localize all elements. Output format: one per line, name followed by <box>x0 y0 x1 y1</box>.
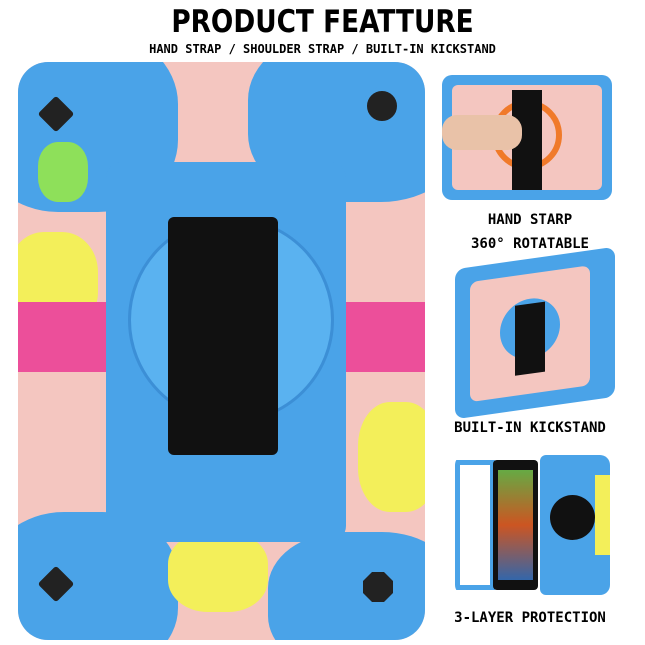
kickstand-image <box>455 246 615 420</box>
feature-caption-hand-strap: HAND STARP <box>487 212 573 228</box>
tablet-case-back-image <box>18 62 425 640</box>
page-subtitle: HAND STRAP / SHOULDER STRAP / BUILT-IN K… <box>149 42 496 56</box>
hand-strap-rotation-image <box>442 75 612 200</box>
camera-hole-icon <box>363 87 401 125</box>
corner-bumper-icon <box>363 572 393 602</box>
hand-strap <box>168 217 278 455</box>
feature-caption-rotatable: 360° ROTATABLE <box>470 236 589 252</box>
page-title: PRODUCT FEATTURE <box>171 4 474 40</box>
three-layer-protection-image <box>455 455 610 595</box>
feature-caption-protection: 3-LAYER PROTECTION <box>454 610 606 626</box>
feature-caption-kickstand: BUILT-IN KICKSTAND <box>454 420 606 436</box>
